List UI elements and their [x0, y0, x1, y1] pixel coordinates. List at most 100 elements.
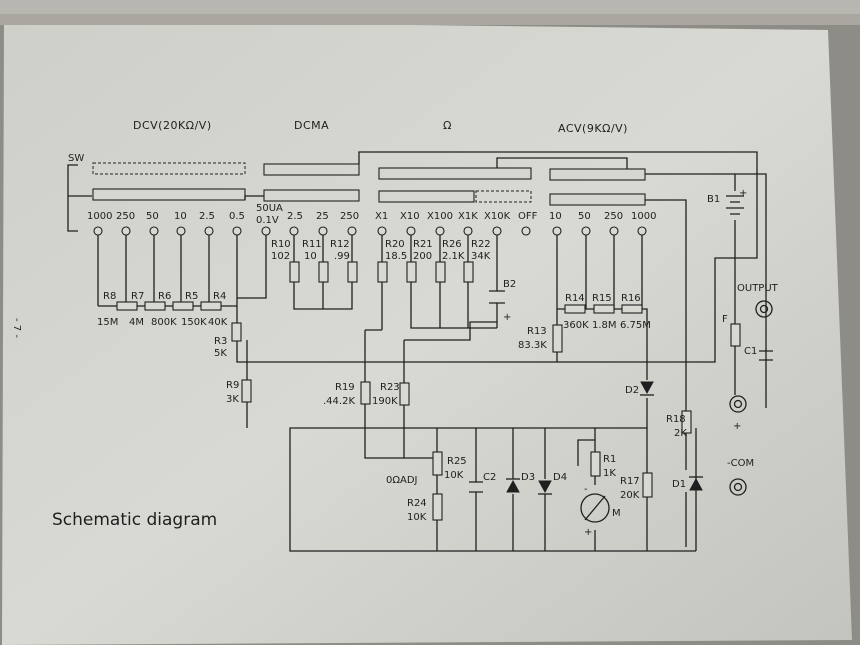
range-label: 50UA — [256, 203, 283, 214]
switch-tap — [232, 226, 242, 236]
resistor-value: 200 — [413, 251, 432, 262]
resistor-r8 — [116, 301, 138, 311]
resistor-value: 6.75M — [620, 320, 651, 331]
ohm-range-labels: X1 X10 X100 X1K X10K OFF — [375, 211, 538, 222]
resistor-name: R4 — [213, 291, 226, 302]
schematic-caption: Schematic diagram — [52, 510, 217, 530]
switch-tap — [521, 226, 531, 236]
battery-b1 — [726, 195, 744, 215]
switch-tap — [552, 226, 562, 236]
meter-wire — [577, 428, 596, 551]
resistor-name: R7 — [131, 291, 144, 302]
diodes — [506, 381, 703, 495]
plus-terminal-label: + — [733, 421, 741, 432]
d1-label: D1 — [672, 479, 686, 490]
range-label: 2.5 — [287, 211, 303, 222]
com-terminal-core — [733, 482, 743, 492]
c1-label: C1 — [744, 346, 757, 357]
resistor-r17 — [642, 472, 653, 498]
switch-tap — [204, 226, 214, 236]
acv-switch-bar-lower — [549, 193, 646, 206]
switch-tap — [609, 226, 619, 236]
resistor-name: R26 — [442, 239, 462, 250]
resistor-value: 4M — [129, 317, 144, 328]
resistor-value: 360K — [563, 320, 589, 331]
resistor-value: 10 — [304, 251, 317, 262]
resistor-r12 — [347, 261, 358, 283]
b2-label: B2 — [503, 279, 516, 290]
resistor-value: 3K — [226, 394, 239, 405]
b1-plus: + — [739, 188, 747, 199]
background-cloth — [0, 0, 860, 14]
resistor-r18 — [681, 410, 692, 434]
resistor-value: 40K — [208, 317, 228, 328]
switch-tap — [581, 226, 591, 236]
resistor-name: R15 — [592, 293, 612, 304]
resistor-name: R12 — [330, 239, 350, 250]
ohm-switch-bar-dashed — [475, 190, 532, 203]
resistor-value: 102 — [271, 251, 290, 262]
switch-tap — [318, 226, 328, 236]
range-label: 250 — [340, 211, 359, 222]
switch-tap — [176, 226, 186, 236]
resistor-name: R11 — [302, 239, 322, 250]
range-label: 250 — [116, 211, 135, 222]
resistor-r9 — [241, 379, 252, 403]
resistor-value: 83.3K — [518, 340, 547, 351]
diode-d1 — [689, 477, 703, 491]
ohm-shunt-wires — [381, 235, 498, 330]
resistor-r19 — [360, 381, 371, 405]
range-label: 250 — [604, 211, 623, 222]
diode-d3 — [506, 479, 520, 493]
acv-switch-bar-upper — [549, 168, 646, 181]
sw-bracket — [67, 164, 92, 232]
resistor-value: 10K — [444, 470, 464, 481]
fuse-f — [730, 323, 741, 347]
switch-tap — [289, 226, 299, 236]
range-label: 10 — [549, 211, 562, 222]
output-return-wire — [236, 151, 758, 363]
resistor-r7 — [144, 301, 166, 311]
switch-tap — [435, 226, 445, 236]
resistor-r23 — [399, 382, 410, 406]
range-label: 0.5 — [229, 211, 245, 222]
d4-label: D4 — [553, 472, 567, 483]
plus-terminal — [729, 395, 747, 413]
resistor-name: R18 — [666, 414, 686, 425]
ohm-switch-bar-upper — [378, 167, 532, 180]
resistor-r3 — [231, 322, 242, 342]
meter-needle — [584, 495, 606, 521]
resistor-r26 — [435, 261, 446, 283]
range-label: 10 — [174, 211, 187, 222]
switch-taps — [93, 226, 647, 236]
resistor-r14 — [564, 304, 586, 314]
resistor-name: R19 — [335, 382, 355, 393]
resistor-value: 10K — [407, 512, 427, 523]
switch-tap — [347, 226, 357, 236]
ohm-header: Ω — [443, 119, 452, 132]
resistor-r13 — [552, 324, 563, 353]
capacitors — [469, 290, 773, 493]
resistor-value: 150K — [181, 317, 207, 328]
d2-label: D2 — [625, 385, 639, 396]
ohm-switch-bar-lower — [378, 190, 475, 203]
range-label: X100 — [427, 211, 453, 222]
range-label: 1000 — [87, 211, 112, 222]
resistor-name: R1 — [603, 454, 616, 465]
resistor-r10 — [289, 261, 300, 283]
resistor-name: R14 — [565, 293, 585, 304]
range-label: 2.5 — [199, 211, 215, 222]
meter-minus: - — [584, 484, 588, 495]
resistor-r1 — [590, 451, 601, 477]
switch-tap — [406, 226, 416, 236]
capacitor-b2 — [489, 290, 505, 304]
switch-tap — [492, 226, 502, 236]
resistor-value: 18.5 — [385, 251, 407, 262]
resistor-value: 2.1K — [442, 251, 465, 262]
resistor-value: 190K — [372, 396, 398, 407]
resistor-r20 — [377, 261, 388, 283]
resistor-name: R16 — [621, 293, 641, 304]
meter-m — [580, 493, 610, 523]
range-label: 25 — [316, 211, 329, 222]
resistor-r5 — [200, 301, 222, 311]
